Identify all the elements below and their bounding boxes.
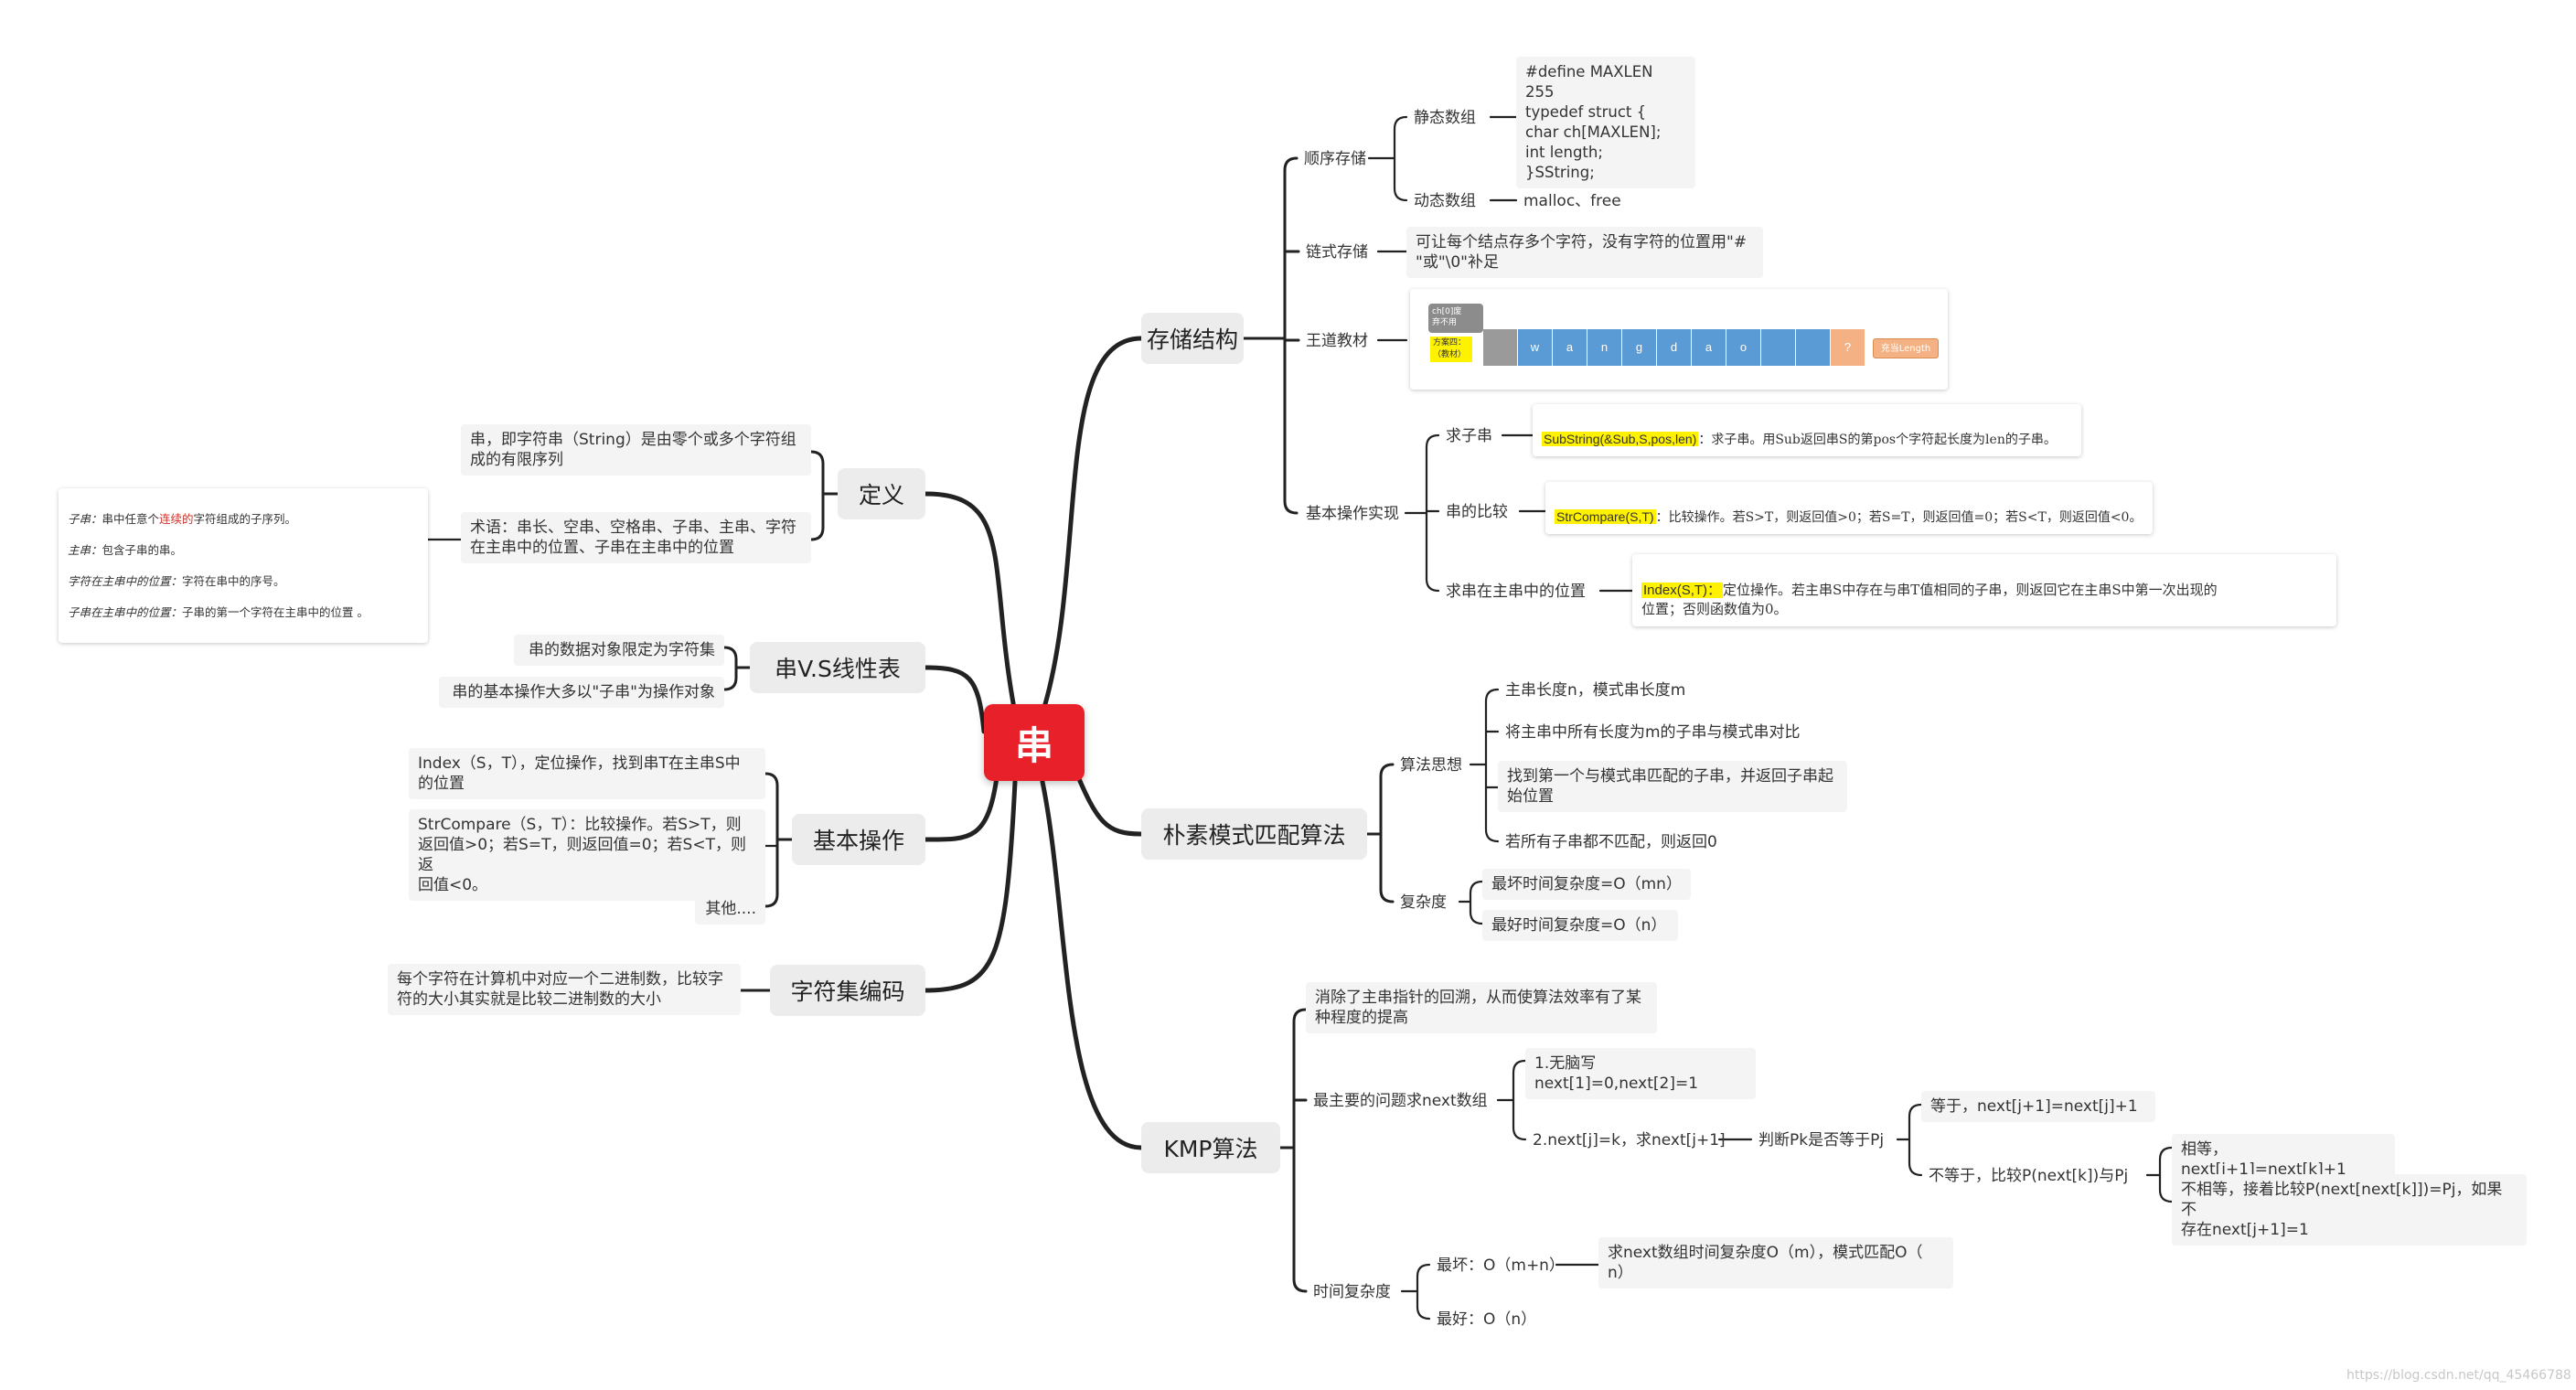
plan-four-note: 方案四： （教材） [1430,337,1472,362]
next-step-1[interactable]: 1.无脑写next[1]=0,next[2]=1 [1525,1048,1756,1099]
idea-item-4[interactable]: 若所有子串都不匹配，则返回0 [1505,833,1717,851]
node-string-compare[interactable]: 串的比较 [1446,503,1508,521]
index-desc: 定位操作。若主串S中存在与串T值相同的子串，则返回它在主串S中第一次出现的 位置… [1641,582,2218,617]
cell-char-0: w [1518,329,1553,366]
length-note: 充当Length [1873,338,1939,358]
case-diff[interactable]: 不相等，接着比较P(next[next[k]])=Pj，如果不 存在next[j… [2172,1174,2527,1246]
cell-char-1: a [1553,329,1587,366]
case-not-equal[interactable]: 不等于，比较P(next[k])与Pj [1929,1167,2129,1185]
basic-op-index[interactable]: Index（S，T），定位操作，找到串T在主串S中 的位置 [409,748,765,799]
time-best[interactable]: 最好：O（n） [1437,1310,1537,1329]
ch0-unused-note: ch[0]废 弃不用 [1428,304,1483,333]
compare-desc: ：比较操作。若S>T，则返回值>0；若S=T，则返回值=0；若S<T，则返回值<… [1655,510,2143,525]
complexity-best[interactable]: 最好时间复杂度=O（n） [1482,910,1678,941]
next-step-2[interactable]: 2.next[j]=k，求next[j+1] [1533,1131,1726,1149]
node-wangdao-textbook[interactable]: 王道教材 [1306,332,1368,350]
index-func: Index(S,T)： [1641,583,1724,598]
card-string-index[interactable]: Index(S,T)：定位操作。若主串S中存在与串T值相同的子串，则返回它在主串… [1632,554,2336,626]
topic-kmp[interactable]: KMP算法 [1141,1122,1280,1173]
node-static-array[interactable]: 静态数组 [1414,109,1476,127]
card-string-compare[interactable]: StrCompare(S,T)：比较操作。若S>T，则返回值>0；若S=T，则返… [1545,482,2153,534]
idea-item-1[interactable]: 主串长度n，模式串长度m [1505,681,1686,700]
node-linked-storage[interactable]: 链式存储 [1306,243,1368,262]
cell-empty-1 [1761,329,1796,366]
note-line-mainstring: 主串：包含子串的串。 [68,543,183,557]
substring-desc: ：求子串。用Sub返回串S的第pos个字符起长度为len的子串。 [1698,433,2057,447]
note-line-char-position: 字符在主串中的位置：字符在串中的序号。 [68,574,285,588]
idea-item-2[interactable]: 将主串中所有长度为m的子串与模式串对比 [1505,723,1801,742]
node-string-index[interactable]: 求串在主串中的位置 [1446,583,1586,601]
terminology-note-card[interactable]: 子串：串中任意个连续的字符组成的子序列。 主串：包含子串的串。 字符在主串中的位… [59,488,428,643]
topic-naive-matching[interactable]: 朴素模式匹配算法 [1141,808,1367,860]
topic-definition[interactable]: 定义 [838,468,925,519]
edge-root-vs [923,665,987,734]
node-basic-op-impl[interactable]: 基本操作实现 [1306,505,1399,523]
edge-root-naive [1072,765,1144,837]
cell-empty-2 [1796,329,1831,366]
kmp-intro[interactable]: 消除了主串指针的回溯，从而使算法效率有了某 种程度的提高 [1306,982,1657,1033]
note-line-substring-position: 子串在主串中的位置：子串的第一个字符在主串中的位置 。 [68,605,369,619]
node-algorithm-idea[interactable]: 算法思想 [1400,756,1462,775]
node-complexity[interactable]: 复杂度 [1400,893,1447,912]
cell-unused [1483,329,1518,366]
cell-char-6: o [1726,329,1761,366]
vs-item-2[interactable]: 串的基本操作大多以"子串"为操作对象 [439,677,724,708]
note-line-substring: 子串：串中任意个连续的字符组成的子序列。 [68,512,297,526]
edge-root-charset [923,779,1018,993]
cell-char-3: g [1622,329,1657,366]
root-node[interactable]: 串 [984,704,1085,781]
edge-root-definition [923,491,1018,716]
time-worst[interactable]: 最坏：O（m+n） [1437,1256,1565,1275]
topic-string-vs-list[interactable]: 串V.S线性表 [750,642,925,693]
node-linked-storage-desc[interactable]: 可让每个结点存多个字符，没有字符的位置用"# "或"\0"补足 [1406,227,1763,278]
complexity-worst[interactable]: 最坏时间复杂度=O（mn） [1482,869,1691,900]
cell-char-4: d [1657,329,1692,366]
topic-charset-encoding[interactable]: 字符集编码 [770,965,925,1016]
basic-op-other[interactable]: 其他.... [695,893,765,925]
definition-text[interactable]: 串，即字符串（String）是由零个或多个字符组 成的有限序列 [461,424,811,476]
edge-root-basic [923,775,999,842]
node-substring[interactable]: 求子串 [1446,427,1492,445]
node-static-array-code[interactable]: #define MAXLEN 255 typedef struct { char… [1516,57,1695,188]
cell-char-2: n [1587,329,1622,366]
node-sequential-storage[interactable]: 顺序存储 [1304,150,1366,168]
cell-length: ? [1831,329,1865,366]
judge-pk-pj[interactable]: 判断Pk是否等于Pj [1758,1131,1885,1149]
substring-func: SubString(&Sub,S,pos,len) [1542,432,1699,446]
vs-item-1[interactable]: 串的数据对象限定为字符集 [514,635,724,666]
charset-text[interactable]: 每个字符在计算机中对应一个二进制数，比较字 符的大小其实就是比较二进制数的大小 [388,964,741,1015]
edge-root-storage [1040,336,1144,716]
node-next-array[interactable]: 最主要的问题求next数组 [1313,1092,1488,1110]
idea-item-3[interactable]: 找到第一个与模式串匹配的子串，并返回子串起 始位置 [1498,761,1847,812]
terminology-text[interactable]: 术语：串长、空串、空格串、子串、主串、字符 在主串中的位置、子串在主串中的位置 [461,512,811,563]
time-worst-desc[interactable]: 求next数组时间复杂度O（m），模式匹配O（ n） [1598,1237,1953,1288]
basic-op-compare[interactable]: StrCompare（S，T）：比较操作。若S>T，则 返回值>0；若S=T，则… [409,809,765,901]
compare-func: StrCompare(S,T) [1555,509,1656,524]
cell-char-5: a [1692,329,1726,366]
case-equal[interactable]: 等于，next[j+1]=next[j]+1 [1921,1091,2155,1122]
topic-basic-operations[interactable]: 基本操作 [792,814,925,865]
card-substring[interactable]: SubString(&Sub,S,pos,len)：求子串。用Sub返回串S的第… [1533,404,2081,456]
node-time-complexity[interactable]: 时间复杂度 [1313,1283,1391,1301]
watermark: https://blog.csdn.net/qq_45466788 [2346,1368,2571,1383]
edge-root-kmp [1040,779,1144,1150]
node-dynamic-array-value[interactable]: malloc、free [1523,192,1621,210]
topic-storage-structure[interactable]: 存储结构 [1141,313,1244,364]
node-dynamic-array[interactable]: 动态数组 [1414,192,1476,210]
